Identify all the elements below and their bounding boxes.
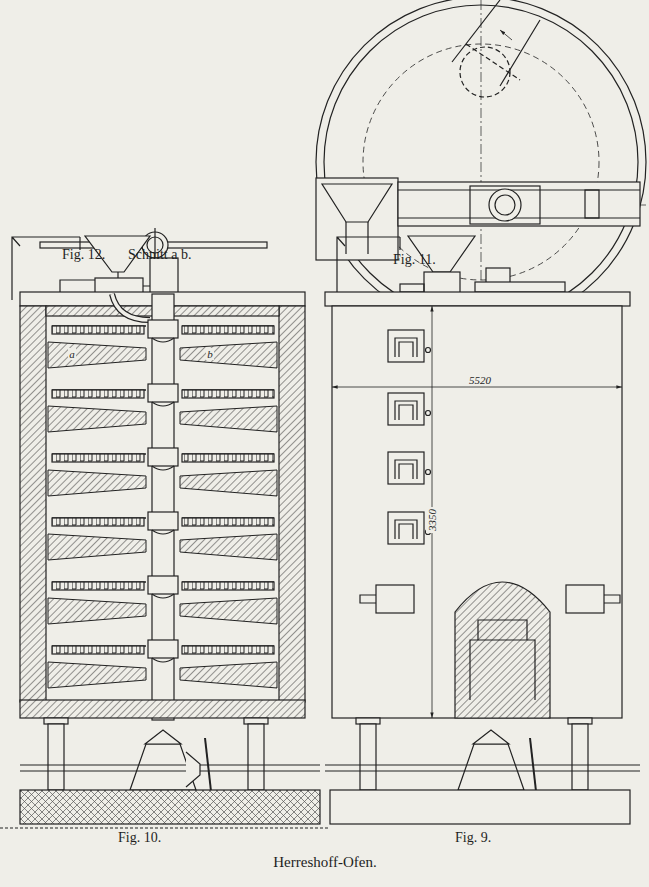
figure-number: Fig. 9. [455,830,491,845]
section-title: Schnitt a b. [128,247,191,262]
figure-number: Fig. 12. [62,247,105,262]
figure-number: Fig. 11. [393,252,436,267]
dimension-label: 3350 [426,507,438,533]
figure-caption: Herreshoff-Ofen. [273,854,376,871]
figure-number: Fig. 10. [118,830,161,845]
dimension-label: 5520 [467,374,493,386]
section-mark: b [206,348,214,360]
section-mark: a [68,348,76,360]
